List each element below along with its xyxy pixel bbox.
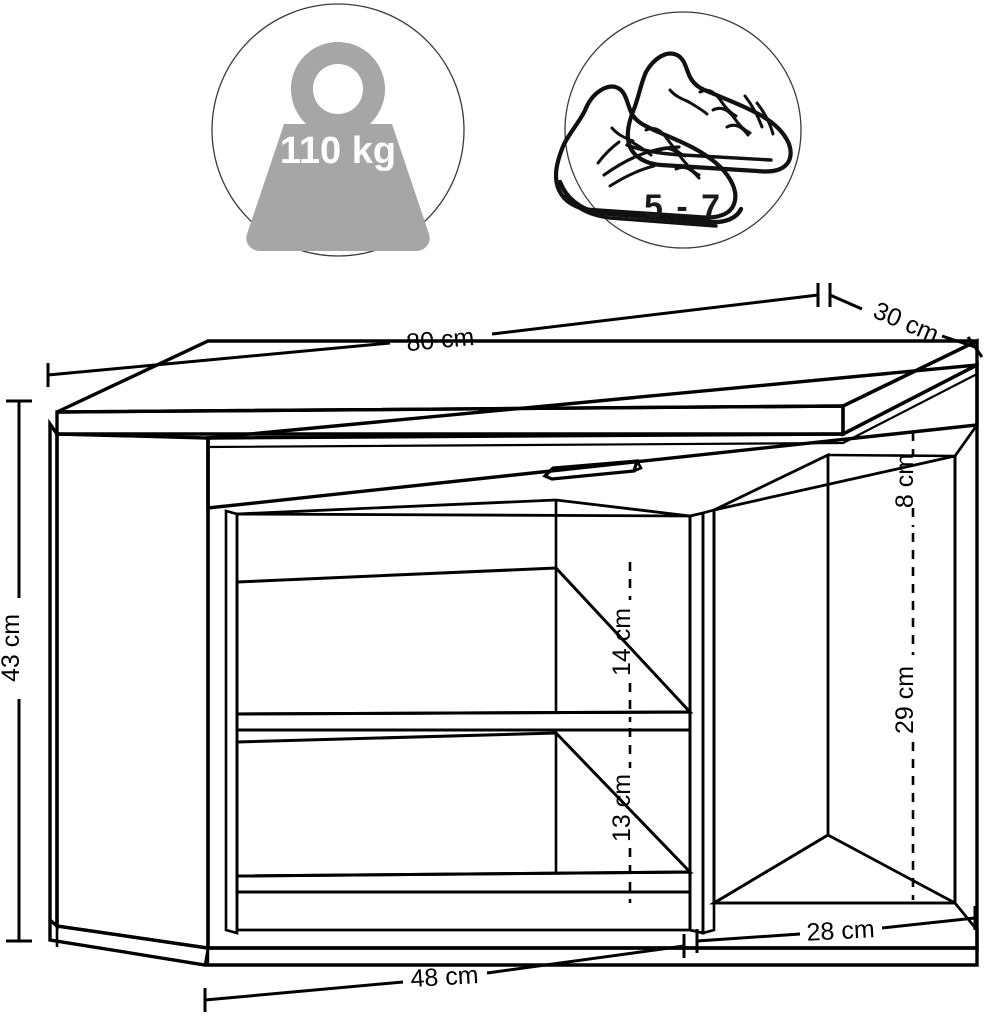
drawer-reveal-line [207, 373, 978, 449]
dim-upper-shelf-label: 14 cm [608, 608, 636, 676]
dim-right-width-line-a [696, 932, 801, 943]
running-shoes-icon [553, 51, 793, 228]
dimension-left-width [203, 934, 686, 1012]
badge-weight-capacity: 110 kg [211, 3, 465, 257]
drawer-handle-end [633, 460, 643, 473]
bench-illustration [48, 338, 979, 967]
dim-drawer-height-label: 8 cm [891, 454, 919, 508]
dim-left-width-line-b [486, 944, 685, 975]
bench-top-front-edge [55, 404, 845, 436]
badge-weight-label: 110 kg [280, 130, 396, 172]
badge-shoe-capacity: 5 - 7 [553, 11, 802, 249]
right-cubby-floor [708, 833, 956, 905]
right-cubby-ceiling [827, 453, 956, 458]
center-divider-side [701, 508, 716, 935]
dim-right-width-line-b [881, 916, 976, 930]
bench-body-front [206, 362, 979, 950]
right-cubby-inner-wall [712, 452, 830, 906]
left-compartment-lower-shelf-edge [235, 870, 692, 894]
dim-right-width-label: 28 cm [806, 915, 875, 947]
dim-width-line-left [47, 341, 391, 377]
dim-left-width-line-a [204, 980, 404, 1002]
center-divider-front [688, 511, 705, 935]
dim-depth-line-a [829, 293, 863, 311]
dimension-depth [828, 283, 984, 358]
dim-height-label: 43 cm [0, 614, 25, 682]
dim-left-width-label: 48 cm [410, 961, 480, 993]
dimension-height [6, 399, 32, 943]
dim-lower-shelf-label: 13 cm [608, 774, 636, 842]
bench-top-right-edge [841, 338, 979, 437]
left-compartment-inner-wall [224, 509, 239, 935]
dimension-width [46, 283, 820, 387]
bench-left-panel-face [55, 432, 210, 950]
dimension-right-width [695, 906, 977, 953]
left-compartment-upper-shelf-edge [235, 710, 692, 732]
dim-width-label: 80 cm [405, 323, 475, 357]
drawer-handle-recess[interactable] [542, 459, 640, 481]
dim-width-line-right [491, 293, 819, 336]
badge-shoe-label: 5 - 7 [644, 188, 722, 226]
drawer-handle[interactable] [542, 459, 643, 481]
bench-right-panel [953, 420, 979, 934]
bench-base-top [56, 924, 979, 950]
badge-ring [564, 11, 802, 249]
dim-cubby-height-label: 29 cm [891, 666, 919, 734]
left-compartment-back [235, 512, 692, 932]
weight-icon [246, 42, 430, 251]
dim-depth-line-b [941, 334, 976, 349]
